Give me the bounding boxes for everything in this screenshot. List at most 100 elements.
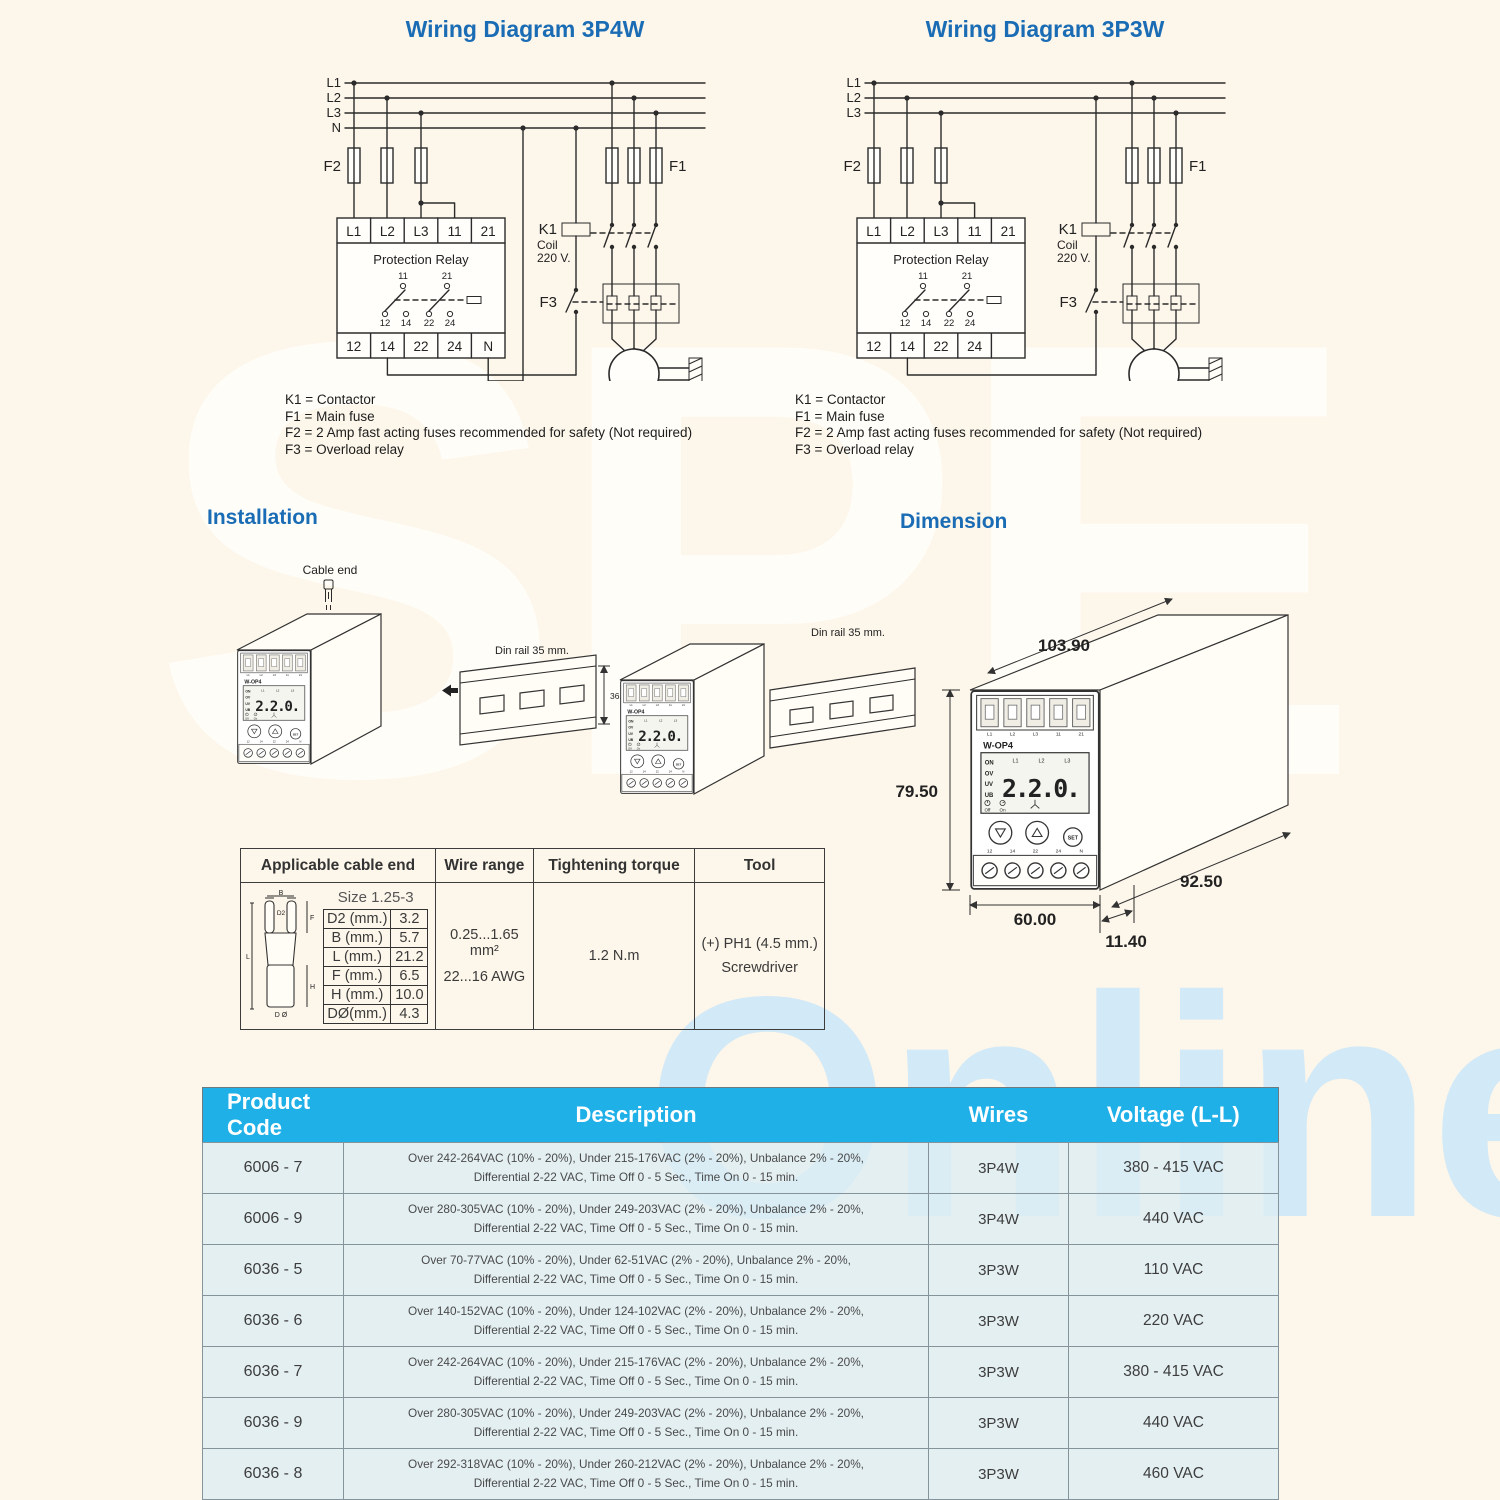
fork-terminal-figure: B D2 L F H D Ø xyxy=(246,890,315,1019)
bus-labels: L1 L2 L3 xyxy=(847,75,861,120)
dimension-annotations: 103.90 79.50 92.50 60.00 11.40 xyxy=(895,597,1291,951)
cable-header-tool: Tool xyxy=(694,848,825,883)
product-row: 6006 - 9 Over 280-305VAC (10% - 20%), Un… xyxy=(202,1193,1279,1245)
device-side-face xyxy=(1099,614,1289,891)
description-line: Differential 2-22 VAC, Time Off 0 - 5 Se… xyxy=(473,1272,799,1286)
product-code: 6036 - 5 xyxy=(202,1244,344,1296)
dim-key: B (mm.) xyxy=(322,927,392,948)
fuse-f2-icons xyxy=(867,147,948,184)
contact-labels: 11 21 12 14 22 24 xyxy=(380,271,456,329)
product-code: 6036 - 7 xyxy=(202,1346,344,1398)
dim-key: F (mm.) xyxy=(322,965,392,986)
dim-val: 21.2 xyxy=(390,946,429,967)
svg-text:22: 22 xyxy=(413,339,428,354)
product-table-header-row: Product Code Description Wires Voltage (… xyxy=(202,1087,1279,1143)
installation-figure-1: Cable end xyxy=(236,563,458,766)
svg-text:L3: L3 xyxy=(327,105,341,120)
relay-top-terminals: L1 L2 L3 11 21 xyxy=(346,224,495,239)
header-wires: Wires xyxy=(928,1087,1069,1143)
cable-end-cell: B D2 L F H D Ø Size 1.2 xyxy=(240,882,436,1030)
dim-top-width: 103.90 xyxy=(1038,636,1090,655)
product-code: 6006 - 9 xyxy=(202,1193,344,1245)
product-description: Over 280-305VAC (10% - 20%), Under 249-2… xyxy=(343,1193,929,1245)
product-code: 6036 - 8 xyxy=(202,1448,344,1500)
cable-table-header-row: Applicable cable end Wire range Tighteni… xyxy=(240,848,825,883)
f3-label: F3 xyxy=(1059,294,1077,311)
svg-text:11: 11 xyxy=(968,224,982,239)
svg-text:12: 12 xyxy=(866,339,881,354)
k1-label: K1 xyxy=(539,221,557,238)
terminal11-jumper xyxy=(940,202,976,219)
dim-key: DØ(mm.) xyxy=(322,1003,392,1024)
product-wires: 3P4W xyxy=(928,1193,1069,1245)
header-product-code: Product Code xyxy=(202,1087,344,1143)
legend-line: F2 = 2 Amp fast acting fuses recommended… xyxy=(795,425,1203,440)
dim-val: 6.5 xyxy=(390,965,429,986)
dim-depth: 92.50 xyxy=(1180,872,1223,891)
tool-line2: Screwdriver xyxy=(721,960,798,976)
svg-text:L3: L3 xyxy=(413,224,428,239)
description-line: Over 280-305VAC (10% - 20%), Under 249-2… xyxy=(408,1201,864,1216)
k1-label: K1 xyxy=(1059,221,1077,238)
product-wires: 3P3W xyxy=(928,1448,1069,1500)
product-description: Over 140-152VAC (10% - 20%), Under 124-1… xyxy=(343,1295,929,1347)
installation-rail-1: Din rail 35 mm. 36.00 mm. xyxy=(459,645,647,746)
legend-line: F2 = 2 Amp fast acting fuses recommended… xyxy=(285,425,693,440)
overload-relay-box xyxy=(602,283,680,324)
description-line: Over 292-318VAC (10% - 20%), Under 260-2… xyxy=(408,1456,864,1471)
product-description: Over 242-264VAC (10% - 20%), Under 215-1… xyxy=(343,1142,929,1194)
cable-header-applicable: Applicable cable end xyxy=(240,848,436,883)
svg-text:L3: L3 xyxy=(933,224,948,239)
installation-title: Installation xyxy=(207,506,318,529)
product-wires: 3P3W xyxy=(928,1244,1069,1296)
svg-text:12: 12 xyxy=(900,318,911,329)
wiring-3p3w-title: Wiring Diagram 3P3W xyxy=(925,16,1165,42)
legend-line: F1 = Main fuse xyxy=(285,408,375,424)
legend-line: K1 = Contactor xyxy=(795,392,886,407)
legend-line: K1 = Contactor xyxy=(285,392,376,407)
wire-range-cell: 0.25...1.65 mm² 22...16 AWG xyxy=(434,882,534,1030)
product-voltage: 380 - 415 VAC xyxy=(1068,1142,1279,1194)
product-voltage: 220 VAC xyxy=(1068,1295,1279,1347)
f1-label: F1 xyxy=(1189,158,1207,175)
svg-text:21: 21 xyxy=(442,271,453,282)
dim-val: 4.3 xyxy=(390,1003,429,1024)
relay-bottom-terminals: 12 14 22 24 xyxy=(866,339,982,354)
k1-coil-circuit xyxy=(1081,97,1111,376)
svg-text:14: 14 xyxy=(401,318,412,329)
motor-feed-lines xyxy=(611,322,657,353)
torque-cell: 1.2 N.m xyxy=(532,882,696,1030)
relay-output-line xyxy=(386,357,577,376)
dim-key: D2 (mm.) xyxy=(322,908,392,929)
svg-text:L2: L2 xyxy=(327,90,341,105)
wiring-section-3p4w: Wiring Diagram 3P4W L1 L2 L3 N F2 xyxy=(285,16,765,458)
svg-text:24: 24 xyxy=(967,339,983,354)
protection-relay-box xyxy=(856,217,1026,359)
bus-labels: L1 L2 L3 N xyxy=(327,75,341,135)
din-rail-label: Din rail 35 mm. xyxy=(495,645,569,657)
product-voltage: 110 VAC xyxy=(1068,1244,1279,1296)
description-line: Over 140-152VAC (10% - 20%), Under 124-1… xyxy=(408,1303,864,1318)
description-line: Differential 2-22 VAC, Time Off 0 - 5 Se… xyxy=(473,1221,799,1235)
dim-val: 3.2 xyxy=(390,908,429,929)
svg-text:L2: L2 xyxy=(847,90,861,105)
fuse-f2-icons xyxy=(347,147,428,184)
contact-diagram: 11 21 12 14 22 24 xyxy=(900,271,1002,329)
product-row: 6036 - 8 Over 292-318VAC (10% - 20%), Un… xyxy=(202,1448,1279,1500)
din-rail-icon xyxy=(769,667,916,749)
bus-lines xyxy=(864,82,1226,114)
description-line: Over 280-305VAC (10% - 20%), Under 249-2… xyxy=(408,1405,864,1420)
f2-label: F2 xyxy=(843,158,861,175)
relay-top-terminals: L1 L2 L3 11 21 xyxy=(866,224,1015,239)
cable-size-label: Size 1.25-3 xyxy=(337,888,414,906)
description-line: Differential 2-22 VAC, Time Off 0 - 5 Se… xyxy=(473,1323,799,1337)
product-voltage: 380 - 415 VAC xyxy=(1068,1346,1279,1398)
product-voltage: 440 VAC xyxy=(1068,1397,1279,1449)
svg-text:F: F xyxy=(310,915,314,922)
svg-text:L: L xyxy=(246,954,250,961)
dim-key: H (mm.) xyxy=(322,984,392,1005)
svg-text:N: N xyxy=(483,339,493,354)
legend-line: F3 = Overload relay xyxy=(285,441,404,457)
svg-text:H: H xyxy=(310,984,315,991)
motor-feed-lines xyxy=(1131,322,1177,353)
